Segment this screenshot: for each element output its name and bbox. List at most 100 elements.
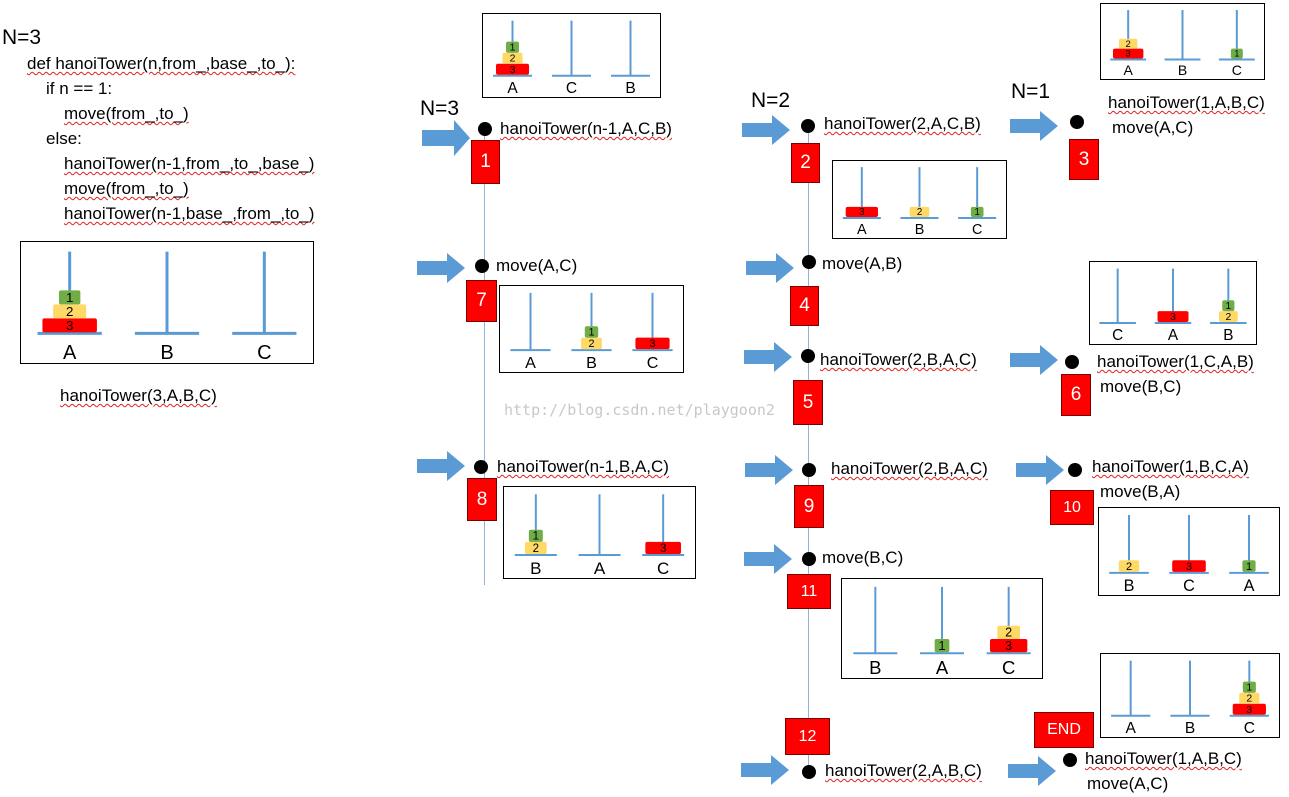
disk-label: 1 <box>1234 48 1239 59</box>
tower-peg-label: A <box>1244 577 1255 595</box>
arrow-step12-icon <box>741 755 789 785</box>
disk-2 <box>1118 560 1140 572</box>
disk-2 <box>997 625 1020 639</box>
dot-step3 <box>1070 115 1084 129</box>
disk-label: 3 <box>649 338 655 350</box>
initial-call: hanoiTower(3,A,B,C) <box>60 383 217 408</box>
disk-3 <box>1172 560 1206 572</box>
tower-peg-label: A <box>1123 62 1133 78</box>
disk-3 <box>495 63 530 75</box>
disk-2 <box>502 52 523 64</box>
disk-label: 2 <box>1225 312 1231 323</box>
disk-label: 3 <box>1246 705 1252 716</box>
disk-label: 3 <box>66 318 73 333</box>
call-step9-text: hanoiTower(2,B,A,C) <box>831 459 988 478</box>
disk-2 <box>1239 692 1260 704</box>
disk-3 <box>1157 311 1189 322</box>
arrow-step2-icon <box>742 115 790 145</box>
badge-step1: 1 <box>471 140 500 184</box>
badge-end: END <box>1034 712 1094 748</box>
move-end: move(A,C) <box>1087 774 1169 793</box>
call-step12-text: hanoiTower(2,A,B,C) <box>825 761 982 780</box>
tower-peg-label: C <box>1232 62 1242 78</box>
badge-step10: 10 <box>1050 490 1094 525</box>
disk-1 <box>970 206 984 218</box>
tower-peg-label: B <box>1223 327 1233 344</box>
call-step10-text: hanoiTower(1,B,C,A) <box>1092 457 1249 476</box>
disk-3 <box>645 541 681 554</box>
disk-label: 2 <box>1126 561 1132 573</box>
call-step1-text: hanoiTower(n-1,A,C,B) <box>500 119 672 138</box>
disk-label: 1 <box>939 639 946 653</box>
disk-1 <box>58 290 81 305</box>
tower-peg-label: C <box>1244 720 1255 737</box>
tower-peg-label: C <box>1112 327 1123 344</box>
disk-1 <box>1222 300 1235 312</box>
dot-step8 <box>474 460 488 474</box>
code-line-else: else: <box>46 129 82 148</box>
disk-2 <box>1118 38 1138 49</box>
call-step3: hanoiTower(1,A,B,C) <box>1108 93 1265 113</box>
arrow-step9-icon <box>745 455 793 485</box>
call-step9: hanoiTower(2,B,A,C) <box>831 459 988 479</box>
code-line-rec2-text: hanoiTower(n-1,base_,from_,to_) <box>64 204 315 223</box>
call-step3-text: hanoiTower(1,A,B,C) <box>1108 93 1265 112</box>
disk-1 <box>1242 681 1256 693</box>
disk-label: 2 <box>1005 626 1012 640</box>
tower-peg-label: A <box>525 354 536 372</box>
dot-step6 <box>1065 355 1079 369</box>
tower-peg-label: A <box>936 657 949 678</box>
code-line-rec2: hanoiTower(n-1,base_,from_,to_) <box>64 201 314 226</box>
disk-label: 1 <box>510 43 516 54</box>
arrow-end-icon <box>1008 756 1056 786</box>
disk-3 <box>990 638 1028 653</box>
disk-3 <box>845 206 878 218</box>
badge-step4: 4 <box>790 286 819 326</box>
disk-label: 3 <box>1005 639 1012 653</box>
code-line-move2: move(from_,to_) <box>64 176 189 201</box>
disk-label: 1 <box>974 207 979 218</box>
arrow-step4-icon <box>746 253 794 283</box>
tower-peg-label: C <box>647 354 659 372</box>
arrow-step11-icon <box>744 544 792 574</box>
code-line-def-text: def hanoiTower(n,from_,base_,to_): <box>27 54 296 73</box>
call-step7: move(A,C) <box>496 256 578 275</box>
move-step10: move(B,A) <box>1100 482 1181 501</box>
disk-label: 1 <box>533 531 539 543</box>
badge-step7: 7 <box>466 280 497 322</box>
disk-3 <box>635 337 670 350</box>
call-step4: move(A,B) <box>822 254 903 273</box>
disk-1 <box>934 638 950 653</box>
initial-call-text: hanoiTower(3,A,B,C) <box>60 386 217 405</box>
disk-label: 2 <box>1126 38 1131 49</box>
arrow-step8-icon <box>417 451 465 481</box>
move-step3: move(A,C) <box>1112 118 1194 137</box>
disk-2 <box>525 541 547 554</box>
tower-peg-label: B <box>530 559 541 578</box>
disk-label: 3 <box>1126 48 1131 59</box>
disk-1 <box>584 326 599 338</box>
dot-step9 <box>802 463 816 477</box>
call-step10: hanoiTower(1,B,C,A) <box>1092 457 1249 477</box>
badge-step5: 5 <box>793 380 823 425</box>
disk-label: 1 <box>588 327 594 339</box>
dot-step12 <box>802 765 816 779</box>
dot-step1 <box>478 122 492 136</box>
disk-2 <box>53 304 87 319</box>
tower-peg-label: C <box>1002 657 1015 678</box>
level-n3-label: N=3 <box>420 97 460 120</box>
disk-label: 1 <box>1246 561 1252 573</box>
disk-label: 3 <box>660 543 666 555</box>
tower-peg-label: A <box>63 342 77 363</box>
tower-peg-label: C <box>1183 577 1195 595</box>
arrow-step7-icon <box>417 253 465 283</box>
